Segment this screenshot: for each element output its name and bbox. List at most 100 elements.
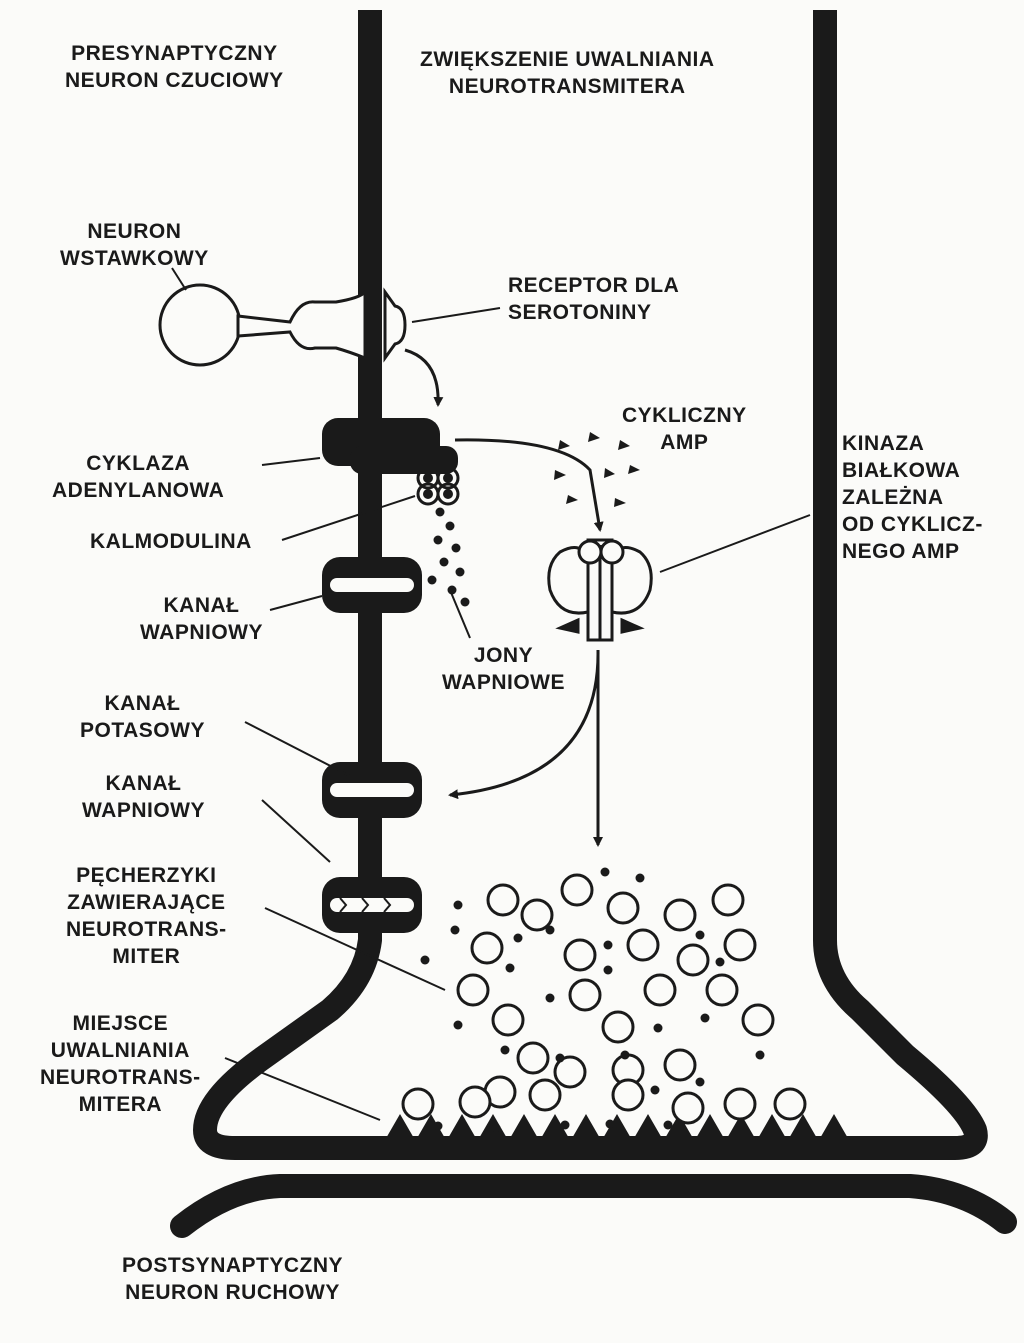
calcium-ion-dot [505,963,515,973]
release-site-tooth [416,1114,446,1140]
release-site-tooth [509,1114,539,1140]
calcium-ion-dot [700,1013,710,1023]
calcium-ion-dot [545,925,555,935]
ion-channels [322,557,422,933]
calcium-ion-dot [435,507,445,517]
vesicle [723,928,757,962]
vesicle [663,1048,697,1082]
calcium-ion-dot [663,1120,673,1130]
calcium-ion-dot [491,1123,501,1133]
release-site-tooth [819,1114,849,1140]
vesicle [606,891,640,925]
calcium-ion-dot [695,930,705,940]
release-site-tooth [788,1114,818,1140]
calmodulin-shape [416,466,460,506]
pathway-arrows [404,348,604,847]
release-site-tooth [633,1114,663,1140]
calcium-ion-dot [560,1120,570,1130]
calcium-ion-dot [513,933,523,943]
calcium-ion-dot [603,965,613,975]
vesicles [401,873,807,1125]
release-site-teeth [385,1114,849,1140]
vesicle [705,973,739,1007]
calcium-ion-dot [453,1020,463,1030]
vesicle [568,978,602,1012]
leader-lines [171,267,811,1121]
release-site-tooth [447,1114,477,1140]
postsynaptic-membrane [170,1174,1017,1238]
vesicle [528,1078,562,1112]
calcium-ion-dot [650,1085,660,1095]
adenylate-cyclase-shape [322,418,458,474]
vesicle [773,1087,807,1121]
release-site-tooth [726,1114,756,1140]
calcium-ion-dot [451,543,461,553]
vesicle [516,1041,550,1075]
release-site-tooth [664,1114,694,1140]
calcium-ion-dot [420,955,430,965]
protein-kinase-shape [547,538,653,642]
calcium-ion-dot [545,993,555,1003]
vesicle [671,1091,705,1125]
vesicle [470,931,504,965]
calcium-ion-dot [600,867,610,877]
vesicle [560,873,594,907]
calcium-ion-dot [715,957,725,967]
release-site-tooth [695,1114,725,1140]
calcium-ion-dot [427,575,437,585]
calcium-ion-dot [460,597,470,607]
vesicle [626,928,660,962]
vesicle [458,1085,492,1119]
calcium-ion-dot [653,1023,663,1033]
calcium-ion-dot [635,873,645,883]
calcium-ion-dot [620,1050,630,1060]
calcium-ion-dot [447,585,457,595]
cyclic-amp-molecules [554,432,640,507]
release-site-tooth [571,1114,601,1140]
vesicle [711,883,745,917]
calcium-ion-dot [605,1119,615,1129]
vesicle [723,1087,757,1121]
calcium-ion-dot [555,1053,565,1063]
vesicle [486,883,520,917]
release-site-tooth [757,1114,787,1140]
vesicle [456,973,490,1007]
calcium-ion-dot [695,1077,705,1087]
calcium-ion-dot [450,925,460,935]
vesicle [601,1010,635,1044]
calcium-ion-dot [455,567,465,577]
calcium-ion-dot [439,557,449,567]
vesicle [401,1087,435,1121]
release-site-tooth [540,1114,570,1140]
vesicle [553,1055,587,1089]
vesicle [491,1003,525,1037]
vesicle [520,898,554,932]
vesicle [676,943,710,977]
calcium-ion-dot [500,1045,510,1055]
vesicle [741,1003,775,1037]
calcium-ion-dot [603,940,613,950]
interneuron [158,283,407,367]
release-site-tooth [602,1114,632,1140]
vesicle [563,938,597,972]
calcium-ion-dot [433,535,443,545]
release-site-tooth [385,1114,415,1140]
calcium-ions [420,507,765,1133]
vesicle [611,1078,645,1112]
vesicle [663,898,697,932]
